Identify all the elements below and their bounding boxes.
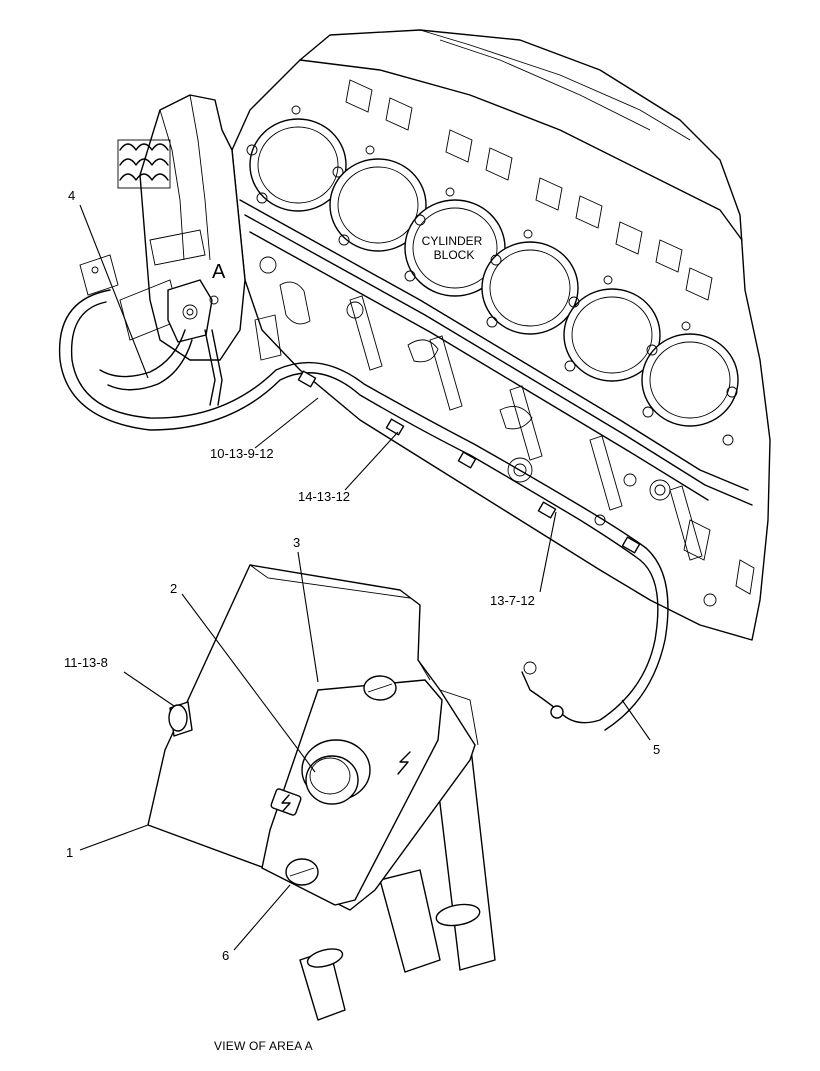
callout-1: 1	[66, 845, 73, 860]
callout-10-13-9-12: 10-13-9-12	[210, 446, 274, 461]
cylinder-block: CYLINDER BLOCK	[231, 29, 771, 641]
block-side-features	[346, 295, 755, 607]
panel-lightning-mark	[397, 751, 411, 775]
area-a-marker: A	[212, 261, 226, 283]
callout-6: 6	[222, 948, 229, 963]
wiring-harness	[58, 289, 669, 731]
callout-13-7-12: 13-7-12	[490, 593, 535, 608]
view-of-area-a	[147, 564, 496, 1021]
mounting-screw-top	[363, 675, 397, 701]
cylinder-bores	[249, 118, 739, 427]
cylinder-block-label-line2: BLOCK	[434, 248, 475, 262]
callout-14-13-12: 14-13-12	[298, 489, 350, 504]
head-bolt-holes	[246, 105, 738, 446]
callout-3: 3	[293, 535, 300, 550]
leader-lines	[79, 204, 651, 951]
cylinder-block-label-line1: CYLINDER	[422, 234, 483, 248]
callout-2: 2	[170, 581, 177, 596]
view-caption: VIEW OF AREA A	[214, 1039, 313, 1053]
callout-4: 4	[68, 188, 75, 203]
side-stud	[168, 701, 193, 737]
callout-11-13-8: 11-13-8	[64, 655, 108, 670]
lifter-pockets	[345, 79, 713, 301]
coil-element	[117, 139, 171, 189]
mounting-screw-bottom	[285, 858, 319, 886]
lightning-symbol-icon	[270, 788, 302, 816]
callouts: 4 10-13-9-12 14-13-12 13-7-12 5 3 2 11-1…	[64, 188, 660, 963]
callout-5: 5	[653, 742, 660, 757]
engine-front-housing	[79, 94, 311, 361]
push-button	[301, 739, 371, 805]
